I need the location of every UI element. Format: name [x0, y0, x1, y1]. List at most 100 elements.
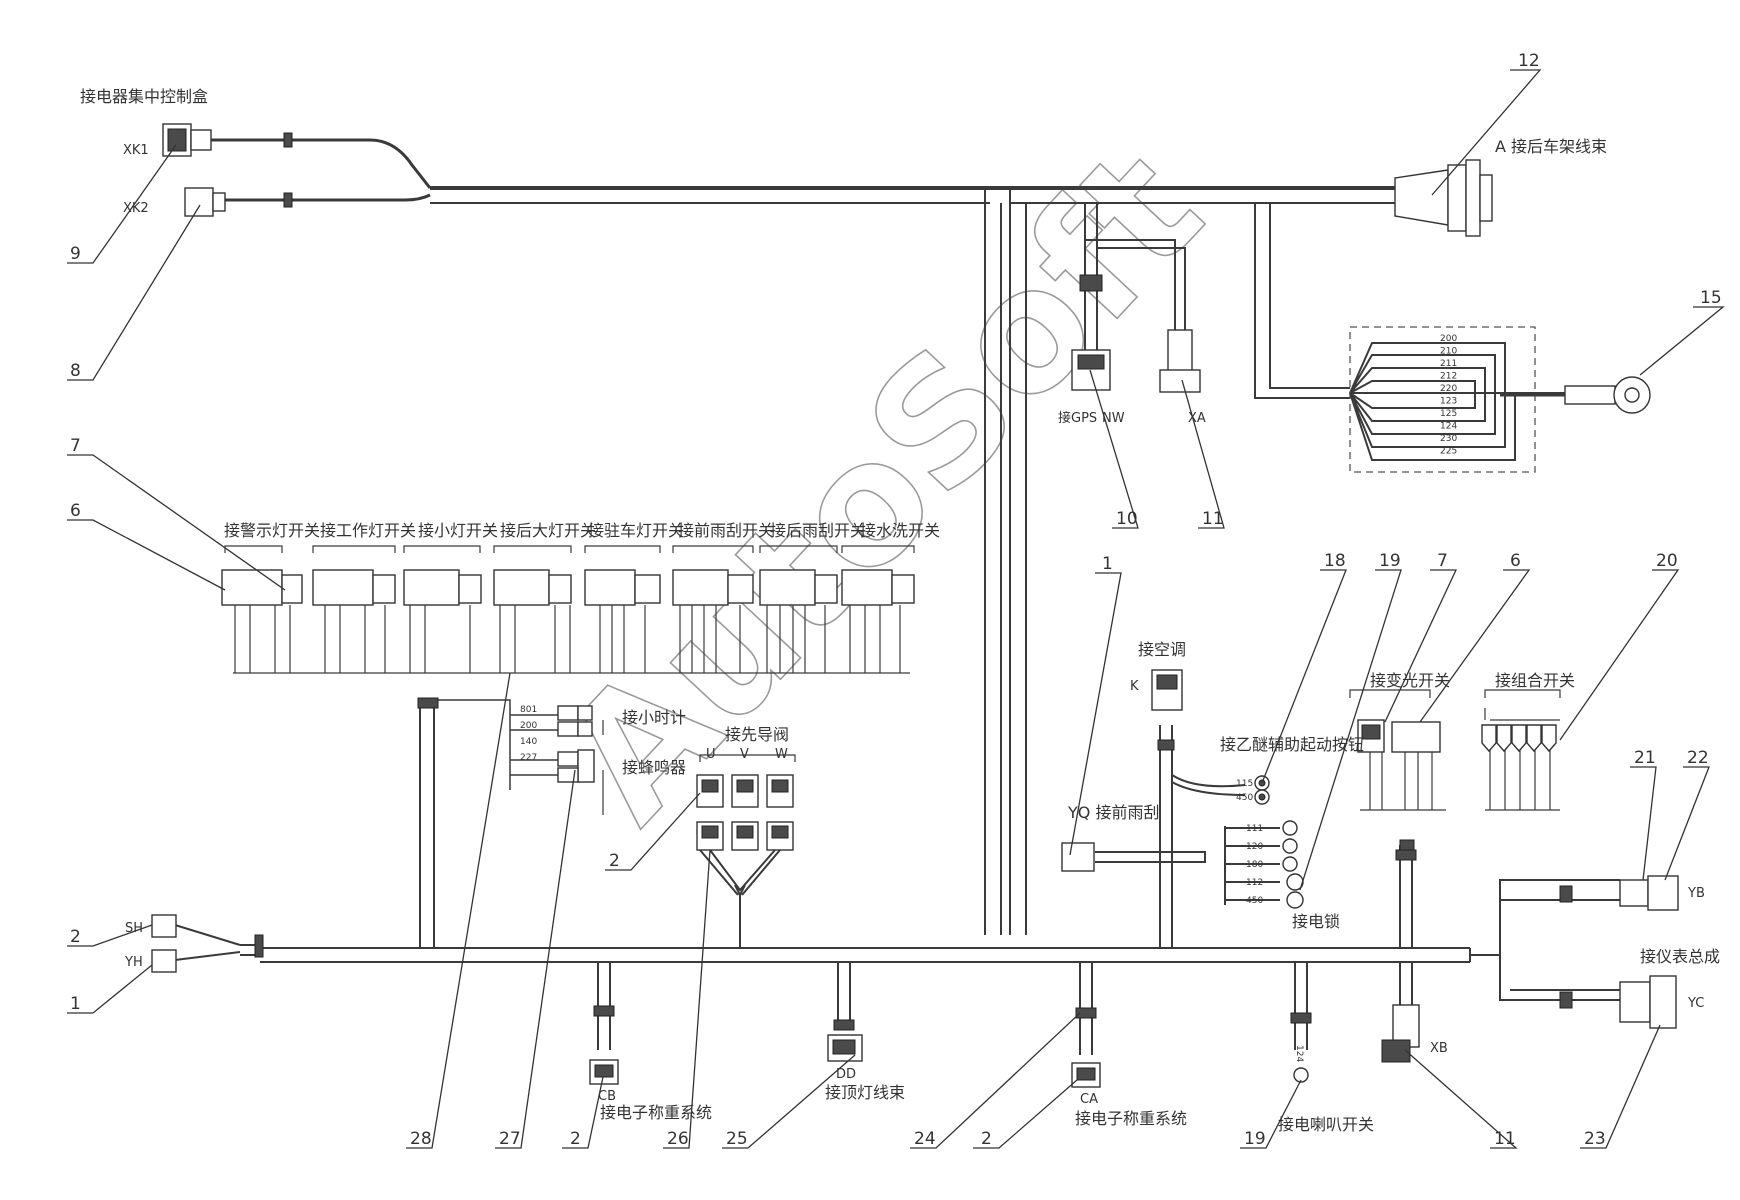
ground-wire-number: 225 [1440, 447, 1457, 457]
callout-21: 21 [1634, 748, 1656, 768]
ground-wire-number: 200 [1440, 334, 1457, 344]
label-ignition: 接电锁 [1292, 912, 1340, 931]
label-yh: YH [124, 955, 143, 970]
callout-numbers: 12 15 9 8 7 6 10 11 1 18 19 7 6 20 21 22… [70, 51, 1722, 1149]
callout-6-right: 6 [1510, 551, 1521, 571]
ignition-wire-number: 112 [1246, 878, 1263, 888]
hour-buzzer-wire-number: 140 [520, 737, 537, 747]
connector-xa [1159, 369, 1201, 393]
ignition-wire-number: 180 [1246, 860, 1263, 870]
label-sw-washer: 接水洗开关 [860, 521, 940, 540]
label-dd: DD [836, 1067, 856, 1082]
callout-10: 10 [1116, 509, 1138, 529]
ground-wire-number: 210 [1440, 347, 1457, 357]
ether-wire-number: 115 [1236, 779, 1253, 789]
label-sh: SH [125, 921, 143, 936]
label-horn-switch: 接电喇叭开关 [1278, 1115, 1374, 1134]
callout-26: 26 [667, 1129, 689, 1149]
label-front-wiper: YQ 接前雨刮 [1067, 803, 1159, 822]
label-combo-switch: 接组合开关 [1495, 671, 1575, 690]
ground-wire-number: 124 [1440, 422, 1457, 432]
callout-20: 20 [1656, 551, 1678, 571]
connector-rear-frame [1394, 169, 1449, 226]
label-horn-wire: 124 [1294, 1045, 1304, 1062]
callout-leaders [67, 69, 1725, 1149]
watermark: AutoSoft [526, 113, 1239, 857]
label-instrument: 接仪表总成 [1640, 947, 1720, 966]
callout-11-top: 11 [1202, 509, 1224, 529]
callout-19-bottom: 19 [1244, 1129, 1266, 1149]
callout-25: 25 [726, 1129, 748, 1149]
callout-22: 22 [1687, 748, 1709, 768]
ignition-wire-number: 450 [1246, 896, 1263, 906]
callout-2-cb: 2 [570, 1129, 581, 1149]
ground-wire-number: 212 [1440, 372, 1457, 382]
label-sw-headlamp: 接后大灯开关 [500, 521, 596, 540]
label-sw-parking: 接驻车灯开关 [588, 521, 684, 540]
callout-7: 7 [70, 436, 81, 456]
callout-12: 12 [1518, 51, 1540, 71]
pilot-valve-connectors [696, 774, 794, 851]
callout-18: 18 [1324, 551, 1346, 571]
label-sw-front-wiper: 接前雨刮开关 [678, 521, 774, 540]
callout-28: 28 [410, 1129, 432, 1149]
callout-7-right: 7 [1437, 551, 1448, 571]
connector-sh [151, 914, 177, 938]
callout-2-pilot: 2 [609, 851, 620, 871]
label-sw-warning: 接警示灯开关 [224, 521, 320, 540]
label-dimmer-switch: 接变光开关 [1370, 671, 1450, 690]
connector-yh [151, 949, 177, 973]
callout-23: 23 [1584, 1129, 1606, 1149]
ring-terminal-ground [1564, 385, 1616, 405]
ground-wire-number: 123 [1440, 397, 1457, 407]
label-u: U [706, 747, 716, 762]
label-ca: CA [1080, 1092, 1098, 1107]
label-hour-meter: 接小时计 [622, 708, 686, 727]
label-weigh2: 接电子称重系统 [1075, 1109, 1187, 1128]
label-xk2: XK2 [123, 201, 149, 216]
ignition-wire-number: 111 [1246, 824, 1263, 834]
callout-6: 6 [70, 501, 81, 521]
label-weigh1: 接电子称重系统 [600, 1103, 712, 1122]
hour-buzzer-wire-number: 200 [520, 721, 537, 731]
callout-27: 27 [499, 1129, 521, 1149]
callout-2-ca: 2 [981, 1129, 992, 1149]
label-relay-box: 接电器集中控制盒 [80, 87, 208, 106]
hour-buzzer-wire-numbers: 801 200 140 227 [520, 705, 537, 763]
label-k: K [1130, 679, 1139, 694]
hour-buzzer-wire-number: 227 [520, 753, 537, 763]
ignition-wire-numbers: 111 120 180 112 450 [1246, 824, 1263, 906]
ground-wire-number: 125 [1440, 409, 1457, 419]
label-xb: XB [1430, 1041, 1448, 1056]
label-nw: NW [1102, 411, 1125, 426]
label-w: W [775, 747, 788, 762]
connector-yb [1619, 879, 1649, 907]
callout-1-left: 1 [70, 994, 81, 1014]
callout-8: 8 [70, 361, 81, 381]
callout-11-bottom: 11 [1494, 1129, 1516, 1149]
label-sw-rear-wiper: 接后雨刮开关 [770, 521, 866, 540]
ignition-wire-number: 120 [1246, 842, 1263, 852]
connectors [151, 123, 1679, 1088]
callout-19-top: 19 [1379, 551, 1401, 571]
callout-9: 9 [70, 244, 81, 264]
hour-buzzer-wire-number: 801 [520, 705, 537, 715]
callout-24: 24 [914, 1129, 936, 1149]
ground-wire-number: 211 [1440, 359, 1457, 369]
label-v: V [740, 747, 749, 762]
labels: 接电器集中控制盒 XK1 XK2 A 接后车架线束 接GPS NW XA 接警示… [80, 87, 1720, 1134]
label-rear-frame: A 接后车架线束 [1495, 137, 1607, 156]
connector-yc [1619, 981, 1651, 1023]
label-xa: XA [1188, 411, 1206, 426]
callout-15: 15 [1700, 288, 1722, 308]
label-xk1: XK1 [123, 143, 149, 158]
label-buzzer: 接蜂鸣器 [622, 758, 686, 777]
label-yb: YB [1687, 886, 1705, 901]
label-pilot-valve: 接先导阀 [725, 725, 789, 744]
ether-wire-number: 450 [1236, 793, 1253, 803]
switch-connector-row [221, 569, 915, 674]
